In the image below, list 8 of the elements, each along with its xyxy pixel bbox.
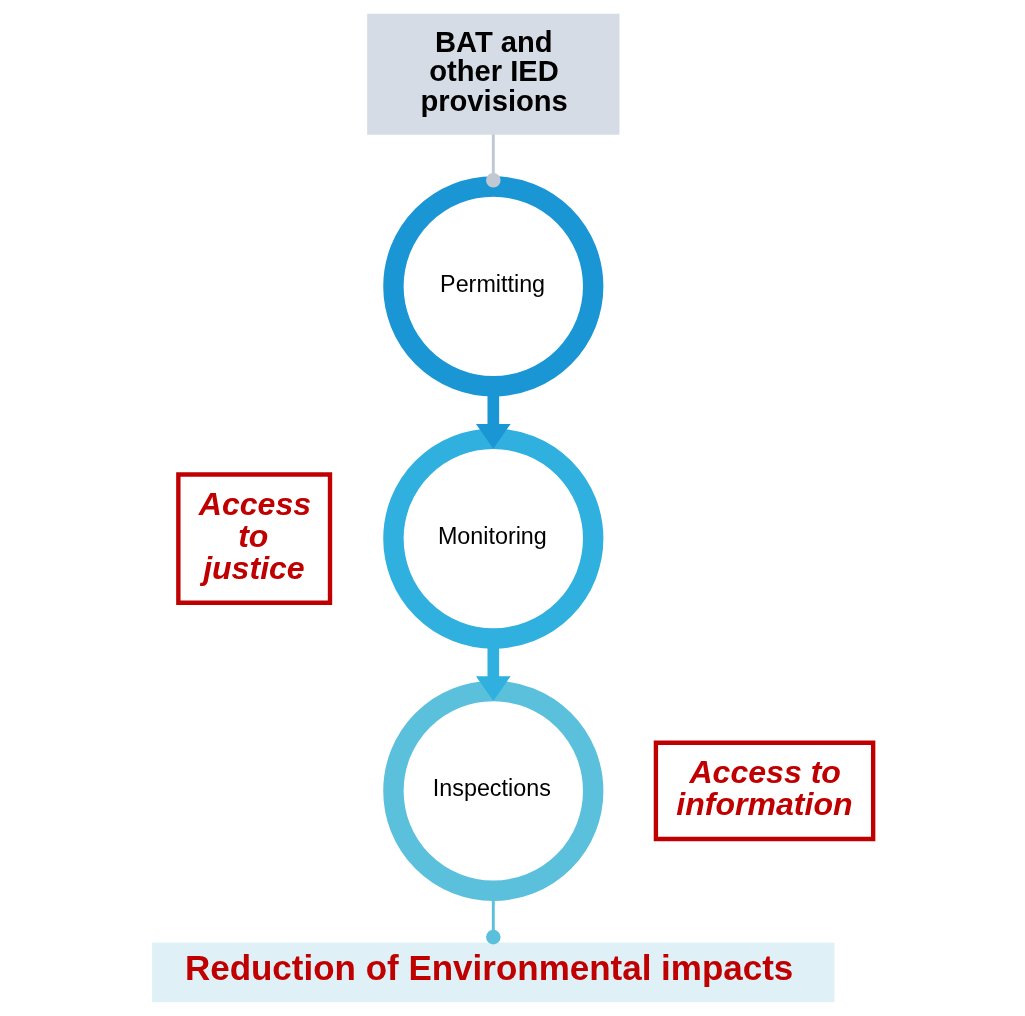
node-box: Access to justice bbox=[175, 472, 332, 605]
node-circle: Inspections bbox=[382, 680, 603, 901]
node-circle: Permitting bbox=[382, 176, 603, 397]
node-circle: Monitoring bbox=[382, 428, 603, 649]
node-box: Reduction of Environmental impacts bbox=[151, 942, 835, 1003]
node-box: Access to information bbox=[653, 740, 875, 842]
connector bbox=[485, 134, 501, 188]
node-box: BAT and other IED provisions bbox=[366, 13, 619, 135]
